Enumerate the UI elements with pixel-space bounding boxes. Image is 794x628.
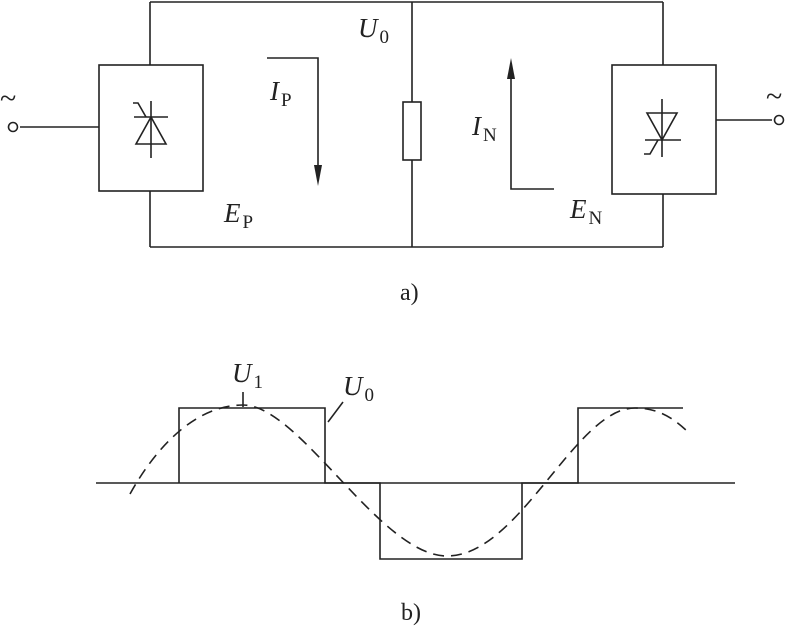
ip-current-arrow <box>267 57 322 186</box>
load-resistor <box>402 101 422 161</box>
right-ac-tilde-label: ~ <box>766 80 782 113</box>
thyristor-icon <box>133 101 168 158</box>
thyristor-icon <box>644 99 681 157</box>
in-current-arrow <box>507 58 554 190</box>
caption-b: b) <box>401 600 421 626</box>
right-ac-terminal <box>773 114 785 126</box>
left-ac-tilde-label: ~ <box>0 82 16 115</box>
negative-converter-box <box>611 64 717 195</box>
caption-a: a) <box>400 280 419 306</box>
positive-converter-box <box>98 64 204 192</box>
u0-leader-line <box>327 401 344 423</box>
stepped-waveform <box>178 407 683 560</box>
sine-waveform <box>129 404 688 557</box>
left-ac-terminal <box>7 121 19 133</box>
